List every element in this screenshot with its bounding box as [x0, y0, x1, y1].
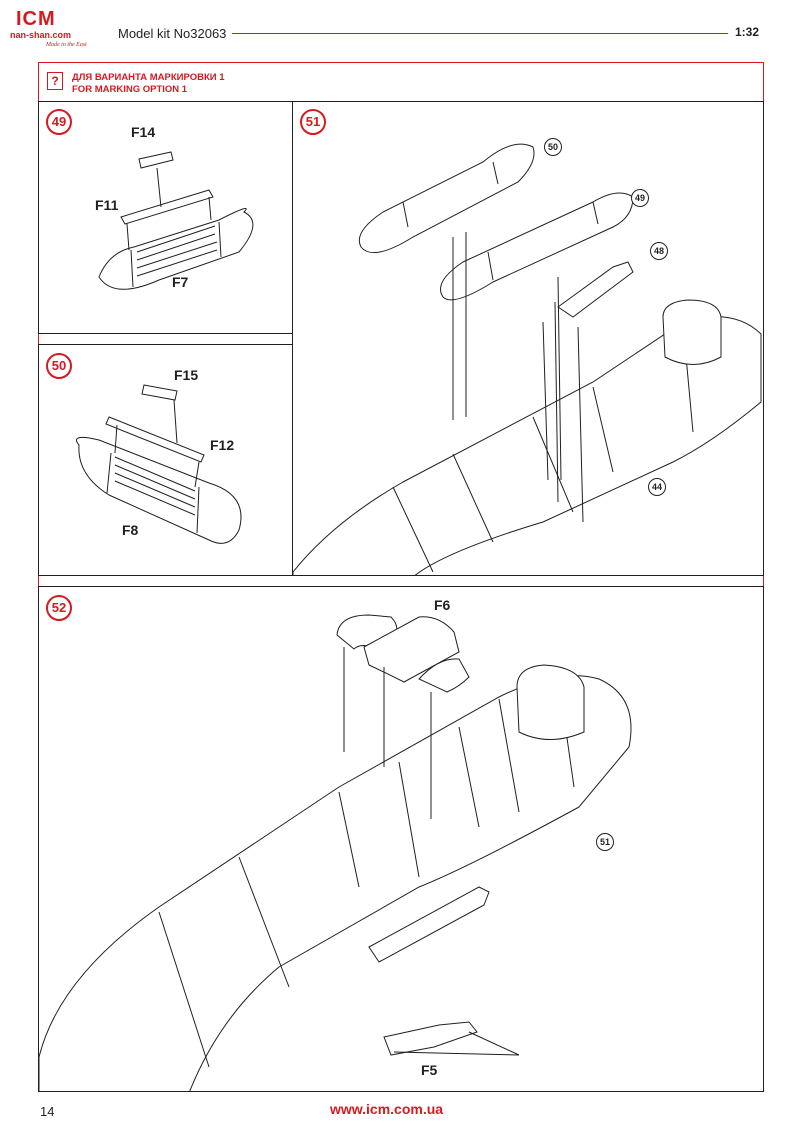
step-49-panel: 49 F14 F11 F7	[38, 101, 293, 334]
logo-tagline: Made in the East	[46, 42, 87, 48]
model-kit-title: Model kit No32063	[118, 26, 227, 41]
ref-step-48: 48	[650, 242, 668, 260]
step-52-badge: 52	[46, 595, 72, 621]
step-49-badge: 49	[46, 109, 72, 135]
step-52-drawing	[39, 614, 632, 1091]
page-number: 14	[40, 1104, 55, 1119]
step-51-drawing	[293, 143, 762, 575]
part-f6-label: F6	[434, 597, 451, 613]
header-divider	[232, 33, 728, 34]
part-f14-label: F14	[131, 124, 156, 140]
marking-option-en: FOR MARKING OPTION 1	[72, 84, 188, 95]
step-51-badge: 51	[300, 109, 326, 135]
step-50-badge: 50	[46, 353, 72, 379]
logo-wordmark: ICM	[16, 8, 56, 30]
step-51-panel: 51 50 49 48 44	[292, 101, 764, 576]
part-f15-label: F15	[174, 367, 199, 383]
brand-logo: ICM nan-shan.com Made in the East	[6, 6, 106, 50]
step-50-drawing	[76, 384, 242, 544]
question-mark-icon: ?	[47, 72, 63, 90]
part-f5-label: F5	[421, 1062, 438, 1078]
step-50-panel: 50 F15 F12 F8	[38, 344, 293, 576]
ref-step-44: 44	[648, 478, 666, 496]
ref-step-50: 50	[544, 138, 562, 156]
logo-site: nan-shan.com	[10, 30, 72, 40]
marking-option-ru: ДЛЯ ВАРИАНТА МАРКИРОВКИ 1	[72, 72, 225, 83]
part-f7-label: F7	[172, 274, 189, 290]
step-52-panel: 52 F6 F5 51	[38, 586, 764, 1092]
scale-label: 1:32	[735, 25, 760, 39]
part-f12-label: F12	[210, 437, 235, 453]
part-f8-label: F8	[122, 522, 139, 538]
ref-step-49: 49	[631, 189, 649, 207]
ref-step-51: 51	[596, 833, 614, 851]
part-f11-label: F11	[95, 197, 119, 213]
website-link[interactable]: www.icm.com.ua	[330, 1101, 444, 1117]
step-49-drawing	[98, 151, 254, 290]
